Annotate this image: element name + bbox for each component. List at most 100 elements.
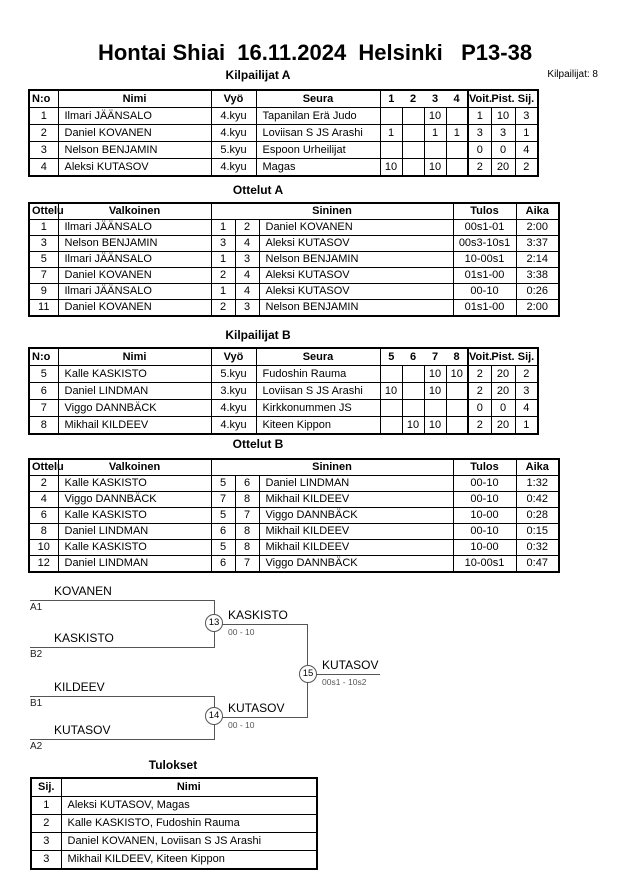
- table-cell: 0:42: [515, 491, 560, 508]
- table-cell: Viggo DANNBÄCK: [57, 491, 212, 508]
- table-cell: Loviisan S JS Arashi: [255, 124, 381, 142]
- column-header: 3: [424, 90, 446, 108]
- bracket-score: 00s1 - 10s2: [322, 677, 367, 687]
- table-cell: 00-10: [452, 475, 517, 492]
- table-cell: Kalle KASKISTO: [57, 507, 212, 524]
- table-cell: 8: [28, 523, 59, 540]
- table-cell: 1: [379, 124, 403, 142]
- table-cell: 2:14: [515, 251, 560, 268]
- match-number-badge: 14: [205, 707, 223, 725]
- bracket-line: [30, 600, 215, 601]
- table-cell: Daniel KOVANEN, Loviisan S JS Arashi: [60, 832, 318, 851]
- table-cell: 10: [423, 365, 447, 383]
- table-cell: 10-00: [452, 507, 517, 524]
- bracket-winner-name: KASKISTO: [228, 608, 288, 622]
- table-cell: 5: [28, 251, 59, 268]
- table-cell: 4: [514, 399, 539, 417]
- column-header: Nimi: [58, 348, 212, 366]
- table-cell: 10: [379, 382, 403, 400]
- table-cell: [401, 107, 425, 125]
- table-cell: 8: [28, 416, 59, 435]
- column-header: Aika: [516, 459, 560, 476]
- table-cell: 3: [234, 299, 260, 317]
- table-cell: 7: [234, 555, 260, 573]
- results-title: Tulokset: [148, 758, 198, 772]
- table-cell: 00-10: [452, 491, 517, 508]
- matches-b-title: Ottelut B: [232, 437, 284, 451]
- table-cell: 2:00: [515, 219, 560, 236]
- bracket-winner-name: KUTASOV: [228, 701, 285, 715]
- table-cell: Daniel LINDMAN: [57, 523, 212, 540]
- table-cell: 2: [234, 219, 260, 236]
- table-cell: 10-00s1: [452, 251, 517, 268]
- column-header: 7: [424, 348, 446, 366]
- table-cell: Daniel LINDMAN: [57, 382, 212, 400]
- table-cell: Mikhail KILDEEV: [258, 491, 454, 508]
- table-cell: 4.kyu: [210, 399, 257, 417]
- table-cell: 6: [28, 382, 59, 400]
- table-cell: Mikhail KILDEEV: [57, 416, 212, 435]
- table-cell: 6: [234, 475, 260, 492]
- column-header: Vyö: [211, 90, 257, 108]
- table-cell: 1: [210, 283, 236, 300]
- table-cell: Kalle KASKISTO: [57, 475, 212, 492]
- table-cell: 0:28: [515, 507, 560, 524]
- column-header: Voit.: [467, 90, 492, 108]
- table-cell: 4: [234, 235, 260, 252]
- table-cell: Espoon Urheilijat: [255, 141, 381, 159]
- column-header: Seura: [256, 90, 381, 108]
- table-cell: 4: [234, 267, 260, 284]
- table-cell: 1: [467, 107, 492, 125]
- table-cell: 0: [490, 141, 516, 159]
- column-header: Sij.: [31, 778, 62, 797]
- table-cell: Viggo DANNBÄCK: [258, 507, 454, 524]
- column-header: 5: [380, 348, 402, 366]
- table-cell: 4: [28, 158, 59, 177]
- bracket-player-name: KOVANEN: [54, 584, 112, 598]
- column-header: Ottelu: [29, 203, 64, 220]
- column-header: Pist.: [491, 348, 515, 366]
- column-header: N:o: [29, 90, 59, 108]
- table-cell: Aleksi KUTASOV, Magas: [60, 796, 318, 815]
- table-cell: 1: [514, 416, 539, 435]
- column-header: Sininen: [211, 459, 454, 476]
- table-cell: Kalle KASKISTO: [57, 365, 212, 383]
- table-cell: Daniel KOVANEN: [258, 219, 454, 236]
- table-cell: Kiteen Kippon: [255, 416, 381, 435]
- table-cell: 3: [514, 107, 539, 125]
- header-row: Sij.Nimi: [31, 778, 318, 797]
- column-header: Sininen: [211, 203, 454, 220]
- table-cell: 3:37: [515, 235, 560, 252]
- table-cell: 00s1-01: [452, 219, 517, 236]
- table-cell: 2:00: [515, 299, 560, 317]
- column-header: 8: [446, 348, 468, 366]
- table-cell: [423, 141, 447, 159]
- table-cell: Kirkkonummen JS: [255, 399, 381, 417]
- table-cell: 4.kyu: [210, 107, 257, 125]
- column-header: Valkoinen: [58, 203, 212, 220]
- column-header: 4: [446, 90, 468, 108]
- table-cell: 10: [445, 365, 469, 383]
- table-cell: Aleksi KUTASOV: [258, 283, 454, 300]
- table-cell: 3: [514, 382, 539, 400]
- bracket-line: [215, 717, 308, 718]
- table-cell: Ilmari JÄÄNSALO: [57, 251, 212, 268]
- table-cell: 01s1-00: [452, 299, 517, 317]
- table-cell: Nelson BENJAMIN: [57, 141, 212, 159]
- bracket-seed: B1: [30, 698, 43, 709]
- table-cell: Magas: [255, 158, 381, 177]
- table-cell: Kalle KASKISTO, Fudoshin Rauma: [60, 814, 318, 833]
